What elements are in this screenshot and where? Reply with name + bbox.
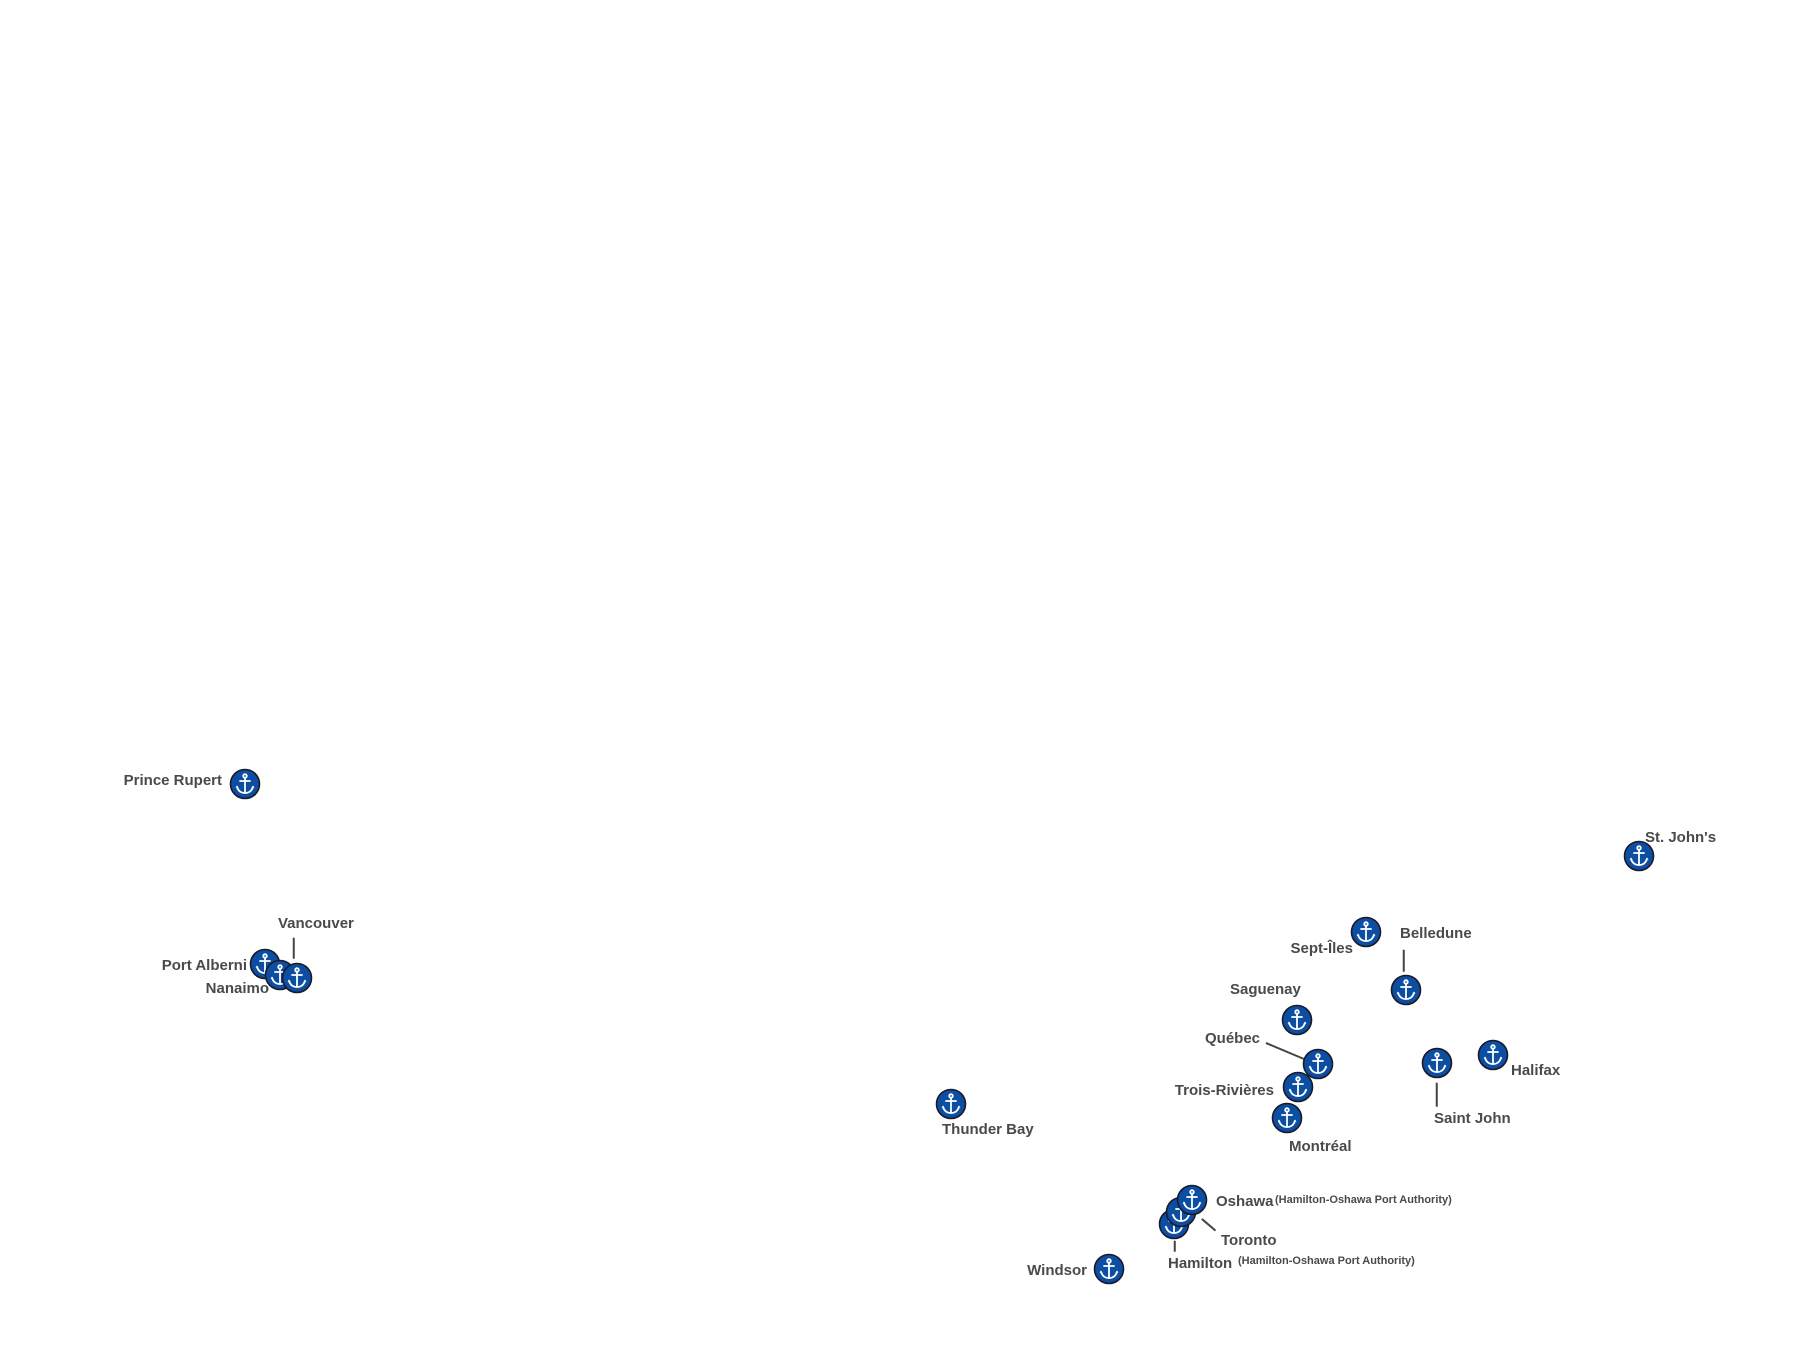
port-label-halifax: Halifax — [1511, 1062, 1561, 1079]
port-label-belledune: Belledune — [1400, 925, 1472, 942]
anchor-icon — [1421, 1047, 1453, 1079]
port-marker-thunder-bay[interactable] — [935, 1088, 967, 1120]
port-label-oshawa: Oshawa — [1216, 1193, 1274, 1210]
port-label-trois-rivieres: Trois-Rivières — [1174, 1082, 1274, 1099]
port-marker-st-john-s[interactable] — [1623, 840, 1655, 872]
port-label-thunder-bay: Thunder Bay — [942, 1121, 1034, 1138]
port-marker-sept-iles[interactable] — [1350, 916, 1382, 948]
port-authority-label: (Hamilton-Oshawa Port Authority) — [1238, 1255, 1415, 1267]
port-authority-label: (Hamilton-Oshawa Port Authority) — [1275, 1194, 1452, 1206]
anchor-icon — [229, 768, 261, 800]
port-marker-quebec[interactable] — [1302, 1048, 1334, 1080]
port-marker-montreal[interactable] — [1271, 1102, 1303, 1134]
anchor-icon — [1623, 840, 1655, 872]
port-label-hamilton: Hamilton — [1168, 1255, 1233, 1272]
port-marker-trois-rivieres[interactable] — [1282, 1071, 1314, 1103]
anchor-icon — [1390, 974, 1422, 1006]
leader-line — [1265, 1042, 1305, 1060]
port-marker-vancouver[interactable] — [281, 962, 313, 994]
anchor-icon — [1271, 1102, 1303, 1134]
anchor-icon — [1093, 1253, 1125, 1285]
leader-line — [1436, 1082, 1438, 1107]
port-label-sept-iles: Sept-Îles — [1290, 940, 1353, 957]
leader-line — [1403, 949, 1405, 972]
anchor-icon — [1176, 1184, 1208, 1216]
leader-line — [293, 937, 295, 959]
port-label-vancouver: Vancouver — [278, 915, 354, 932]
leader-line — [1201, 1218, 1217, 1232]
port-marker-saint-john[interactable] — [1421, 1047, 1453, 1079]
anchor-icon — [1281, 1004, 1313, 1036]
port-marker-prince-rupert[interactable] — [229, 768, 261, 800]
port-marker-belledune[interactable] — [1390, 974, 1422, 1006]
port-label-prince-rupert: Prince Rupert — [123, 772, 222, 789]
port-marker-windsor[interactable] — [1093, 1253, 1125, 1285]
anchor-icon — [1302, 1048, 1334, 1080]
port-marker-halifax[interactable] — [1477, 1039, 1509, 1071]
port-label-nanaimo: Nanaimo — [205, 980, 269, 997]
anchor-icon — [281, 962, 313, 994]
port-label-st-john-s: St. John's — [1645, 829, 1717, 846]
port-label-windsor: Windsor — [1027, 1262, 1087, 1279]
anchor-icon — [1282, 1071, 1314, 1103]
port-label-quebec: Québec — [1205, 1030, 1261, 1047]
port-marker-saguenay[interactable] — [1281, 1004, 1313, 1036]
port-label-port-alberni: Port Alberni — [161, 957, 247, 974]
anchor-icon — [935, 1088, 967, 1120]
anchor-icon — [1477, 1039, 1509, 1071]
port-label-montreal: Montréal — [1289, 1138, 1352, 1155]
leader-line — [1174, 1240, 1176, 1252]
port-label-toronto: Toronto — [1221, 1232, 1277, 1249]
port-label-saguenay: Saguenay — [1230, 981, 1301, 998]
port-label-saint-john: Saint John — [1434, 1110, 1511, 1127]
anchor-icon — [1350, 916, 1382, 948]
port-marker-oshawa[interactable] — [1176, 1184, 1208, 1216]
